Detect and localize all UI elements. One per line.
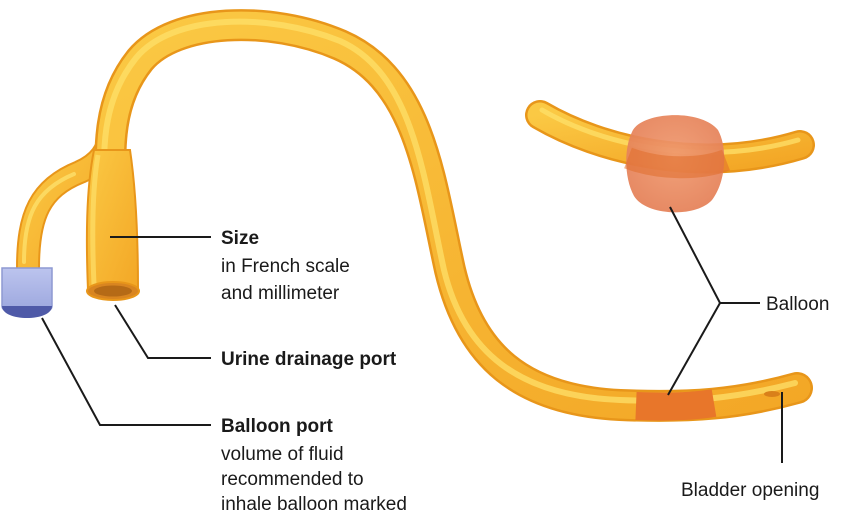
label-bladder-opening: Bladder opening (681, 480, 819, 501)
leader-urine-drainage-port (114, 304, 211, 359)
label-balloon-port-title: Balloon port (221, 416, 334, 437)
balloon-port-cap (1, 267, 53, 318)
inflated-balloon-inset (525, 100, 815, 213)
label-balloon-port-line3: inhale balloon marked (221, 494, 407, 514)
label-size-line1: in French scale (221, 256, 350, 277)
catheter-body (1, 9, 813, 422)
label-balloon-port-line1: volume of fluid (221, 444, 344, 465)
label-size-title: Size (221, 228, 259, 249)
label-size-line2: and millimeter (221, 283, 340, 304)
leader-balloon-port (41, 317, 211, 426)
leader-balloon-lower (667, 302, 721, 396)
balloon-band (635, 389, 717, 421)
label-urine-drainage-port: Urine drainage port (221, 349, 397, 370)
leader-balloon-upper (669, 206, 760, 304)
drainage-funnel (85, 149, 140, 291)
label-balloon-port-line2: recommended to (221, 469, 364, 490)
leader-lines (41, 206, 783, 463)
bladder-opening-eye (764, 391, 780, 397)
label-balloon: Balloon (766, 294, 829, 315)
